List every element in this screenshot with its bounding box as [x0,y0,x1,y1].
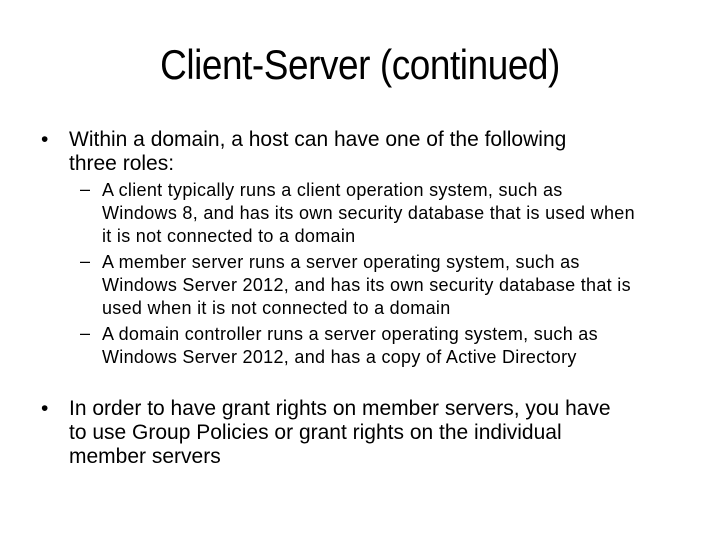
dash-marker: – [80,323,91,343]
sub-bullet-domain-controller: – A domain controller runs a server oper… [80,323,635,369]
sub-bullet-client: – A client typically runs a client opera… [80,179,635,248]
dash-marker: – [80,251,91,271]
bullet-line: Within a domain, a host can have one of … [69,128,567,151]
bullet-line: Windows Server 2012, and has a copy of A… [102,347,577,367]
bullet-item-domain-roles: • Within a domain, a host can have one o… [41,128,567,176]
sub-bullet-member-server: – A member server runs a server operatin… [80,251,635,320]
bullet-line: A client typically runs a client operati… [102,180,563,200]
bullet-dot-marker: • [41,128,49,151]
bullet-line: used when it is not connected to a domai… [102,298,451,318]
bullet-line: In order to have grant rights on member … [69,397,611,420]
bullet-dot-marker: • [41,397,49,420]
page-title: Client-Server (continued) [160,41,560,88]
bullet-line: Windows Server 2012, and has its own sec… [102,275,631,295]
dash-marker: – [80,179,91,199]
bullet-line: Windows 8, and has its own security data… [102,203,635,223]
bullet-line: member servers [69,445,221,468]
bullet-line: A member server runs a server operating … [102,252,580,272]
bullet-item-grant-rights: • In order to have grant rights on membe… [41,397,611,469]
bullet-line: three roles: [69,152,175,175]
bullet-line: it is not connected to a domain [102,226,356,246]
bullet-line: to use Group Policies or grant rights on… [69,421,562,444]
bullet-line: A domain controller runs a server operat… [102,324,598,344]
sub-bullet-list: – A client typically runs a client opera… [80,179,635,372]
